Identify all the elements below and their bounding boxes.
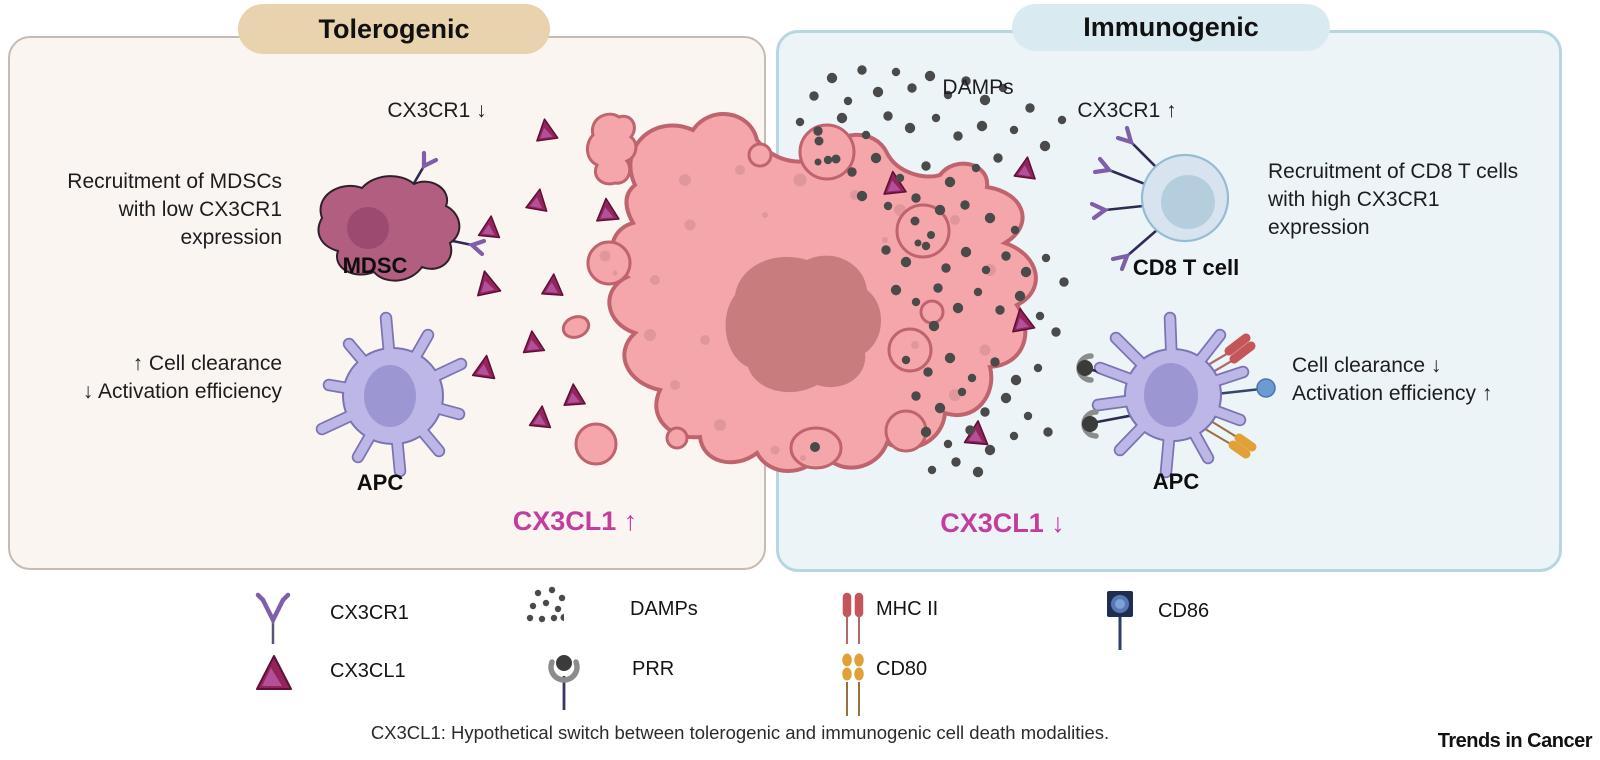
figure-caption: CX3CL1: Hypothetical switch between tole…: [370, 722, 1110, 743]
mdsc-recruitment-text: Recruitment of MDSCs with low CX3CR1 exp…: [67, 170, 282, 249]
damps-label: DAMPs: [942, 76, 1014, 99]
mhc2-receptor-icon: [842, 592, 864, 644]
immunogenic-header: Immunogenic: [1012, 4, 1330, 51]
journal-logo: Trends in Cancer: [1437, 730, 1593, 752]
tolerogenic-effects-text: ↑ Cell clearance ↓ Activation efficiency: [82, 352, 282, 403]
cx3cr1-receptors: [1089, 125, 1158, 272]
cx3cr1-receptor-icon: [255, 592, 291, 644]
apc-label-right: APC: [1152, 469, 1200, 494]
legend-label-cx3cl1: CX3CL1: [330, 660, 406, 682]
prr-receptor-icon: [548, 655, 580, 710]
apc-cell-nucleus: [1144, 363, 1198, 427]
legend-label-damps: DAMPs: [630, 598, 698, 620]
apc-cell-nucleus: [364, 365, 416, 427]
cd8-recruitment-text: Recruitment of CD8 T cells with high CX3…: [1268, 160, 1519, 239]
cx3cl1-triangle-icon: [256, 655, 292, 690]
cd80-receptor-icon: [842, 653, 864, 716]
legend-label-mhc2: MHC II: [876, 598, 939, 620]
mdsc-label: MDSC: [342, 253, 408, 278]
legend-label-cd80: CD80: [876, 658, 928, 680]
legend-label-prr: PRR: [632, 658, 675, 680]
apc-label-left: APC: [356, 470, 404, 495]
legend-label-cd86: CD86: [1158, 600, 1210, 622]
immunogenic-effects-text: Cell clearance ↓ Activation efficiency ↑: [1292, 354, 1493, 405]
cd86-receptor-icon: [1215, 378, 1276, 398]
tumor-cell-blebs: [561, 112, 951, 470]
cd8-tcell-nucleus: [1161, 175, 1215, 229]
damps-dots-field: [795, 65, 1069, 478]
mdsc-cell-nucleus: [347, 207, 389, 249]
cx3cr1-receptor-icon: [421, 150, 439, 170]
cd8-tcell-label: CD8 T cell: [1132, 255, 1240, 280]
cx3cl1-status-immunogenic: CX3CL1 ↓: [940, 508, 1065, 538]
mdsc-cell-illustration: [317, 150, 487, 282]
tumor-cell-illustration: [561, 112, 1038, 473]
damps-dots-icon: [526, 586, 566, 623]
mdsc-receptor-status: CX3CR1 ↓: [387, 99, 487, 122]
apc-cell-illustration-right: [1076, 311, 1276, 479]
legend-label-cx3cr1: CX3CR1: [330, 602, 409, 624]
cx3cr1-receptor-icon: [467, 238, 487, 257]
cd8-tcell-illustration: [1089, 125, 1230, 272]
tumor-cell-nucleus: [725, 255, 882, 393]
cd8-receptor-status: CX3CR1 ↑: [1077, 99, 1177, 122]
cx3cl1-status-tolerogenic: CX3CL1 ↑: [512, 506, 638, 536]
apc-cell-illustration-left: [315, 311, 468, 478]
cd86-receptor-icon: [1107, 591, 1133, 650]
tolerogenic-header: Tolerogenic: [238, 4, 550, 54]
